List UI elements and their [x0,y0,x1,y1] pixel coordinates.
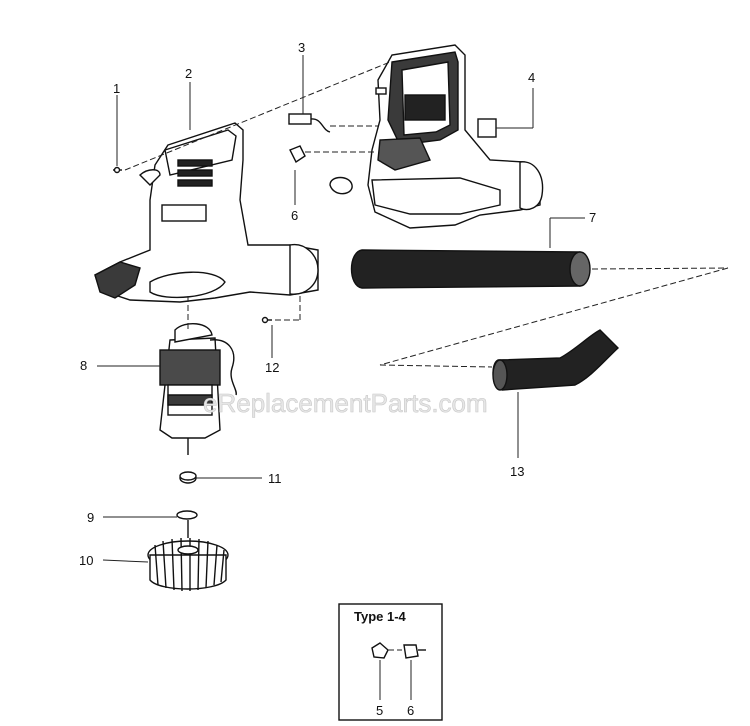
inset-callout-6: 6 [407,703,414,718]
screw-part-1 [113,166,122,174]
callout-10: 10 [79,553,93,568]
callout-1: 1 [113,81,120,96]
blower-tube-part [350,249,591,289]
part-4-box [477,118,497,138]
type-inset-box: Type 1-4 5 6 [338,603,443,721]
switch-part [288,113,331,133]
callout-13: 13 [510,464,524,479]
cord-clip-part [289,145,306,164]
motor-part [159,323,237,455]
leader-lines [97,55,585,563]
inset-clip-part [403,644,426,659]
lower-housing-part [94,122,319,303]
screw-part-12 [261,316,272,324]
callout-4: 4 [528,70,535,85]
callout-11: 11 [268,471,282,486]
assembly-lines [124,61,729,368]
callout-labels: 1 2 3 4 6 7 8 9 10 11 12 13 [79,40,596,568]
callout-9: 9 [87,510,94,525]
inset-title: Type 1-4 [354,609,407,624]
inset-callout-5: 5 [376,703,383,718]
callout-8: 8 [80,358,87,373]
callout-7: 7 [589,210,596,225]
callout-3: 3 [298,40,305,55]
upper-housing-part [329,44,544,229]
curved-nozzle-part [492,329,620,391]
nut-part [179,471,197,484]
inset-switch-part [371,642,402,659]
callout-2: 2 [185,66,192,81]
callout-12: 12 [265,360,279,375]
callout-6-top: 6 [291,208,298,223]
fan-part [147,537,229,592]
washer-part [176,510,198,538]
watermark: eReplacementParts.com [203,388,488,418]
